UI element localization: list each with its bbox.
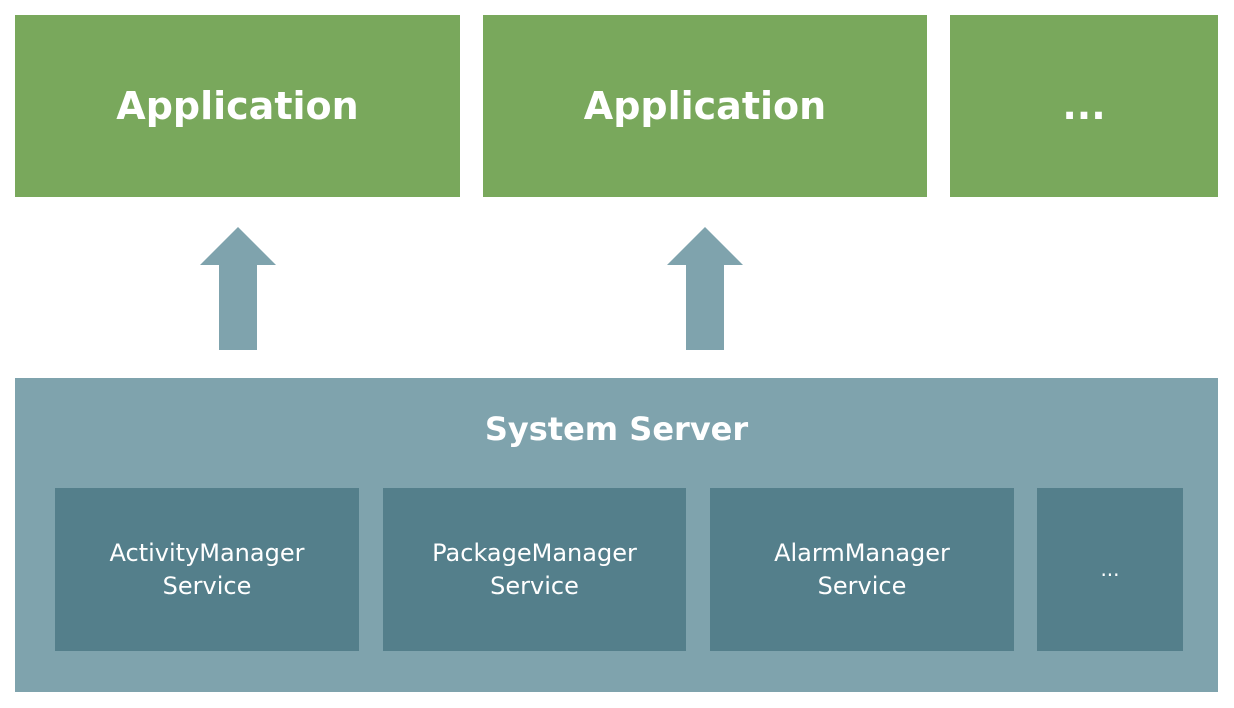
application-box: Application bbox=[15, 15, 460, 197]
alarm-manager-service-box: AlarmManager Service bbox=[710, 488, 1014, 651]
service-name: ActivityManager bbox=[109, 538, 305, 567]
activity-manager-service-box: ActivityManager Service bbox=[55, 488, 359, 651]
more-services-label: ... bbox=[1100, 557, 1120, 581]
up-arrow-icon bbox=[667, 227, 743, 350]
system-server-title: System Server bbox=[484, 410, 749, 448]
more-applications-label: ... bbox=[1062, 84, 1106, 128]
service-name: AlarmManager bbox=[774, 538, 950, 567]
service-suffix: Service bbox=[162, 571, 252, 600]
application-box: Application bbox=[483, 15, 927, 197]
service-name: PackageManager bbox=[432, 538, 637, 567]
package-manager-service-box: PackageManager Service bbox=[383, 488, 686, 651]
up-arrow-icon bbox=[200, 227, 276, 350]
application-label: Application bbox=[583, 84, 827, 128]
more-services-box: ... bbox=[1037, 488, 1183, 651]
application-label: Application bbox=[116, 84, 359, 128]
service-suffix: Service bbox=[817, 571, 907, 600]
service-suffix: Service bbox=[490, 571, 579, 600]
system-server-box: System Server ActivityManager Service Pa… bbox=[15, 378, 1218, 692]
more-applications-box: ... bbox=[950, 15, 1218, 197]
